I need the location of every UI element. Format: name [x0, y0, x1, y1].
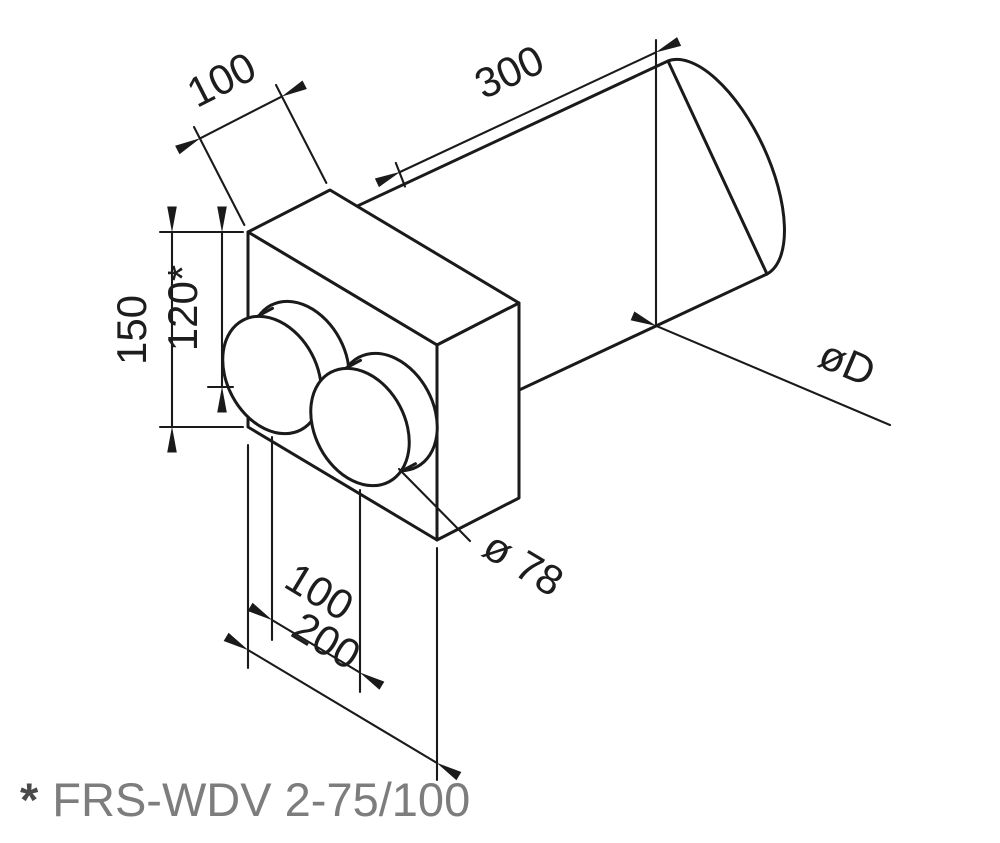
dimension-label-box-width: 200: [284, 602, 368, 678]
spigot-lower-front-ellipse: [309, 366, 411, 488]
dimension-label-duct-length: 300: [467, 36, 550, 108]
leader-line: [397, 467, 472, 543]
box-right-face: [435, 301, 521, 542]
footnote: *FRS-WDV 2-75/100: [20, 773, 470, 826]
duct-end-face-edge: [666, 59, 769, 276]
dimension-line: [223, 632, 462, 781]
extension-line: [192, 125, 246, 226]
duct-end-cap-arc: [666, 57, 786, 276]
dimension-label-duct-diameter: øD: [812, 330, 882, 395]
footnote-model-label: FRS-WDV 2-75/100: [52, 773, 470, 826]
dimension-label-box-height: 150: [108, 295, 155, 365]
dimension-box-height: 150: [108, 206, 245, 453]
spigot-upper-front-ellipse: [221, 314, 323, 436]
dimension-line: [374, 37, 682, 188]
dimension-frame-height: 120*: [159, 206, 235, 413]
dimension-box-depth: 100: [175, 43, 328, 226]
dimension-label-box-depth: 100: [180, 43, 264, 117]
dimension-label-frame-height: 120*: [159, 265, 206, 351]
dimension-duct-diameter: øD: [630, 311, 892, 427]
extension-line: [274, 83, 328, 184]
spigot-lower: [309, 351, 439, 488]
leader-line: [630, 311, 892, 427]
dimension-line: [175, 80, 307, 155]
extension-line: [394, 161, 407, 188]
dimension-label-spigot-diameter: ø 78: [475, 522, 571, 606]
footnote-asterisk: *: [20, 773, 39, 826]
